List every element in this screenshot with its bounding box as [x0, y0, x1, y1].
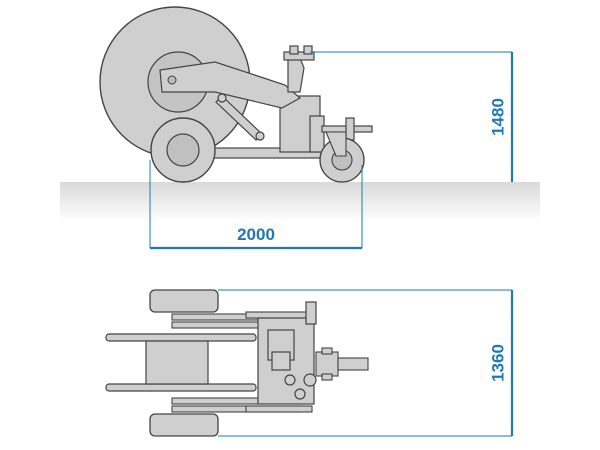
- ground-band: [60, 182, 540, 222]
- hydraulic-cylinder: [215, 93, 265, 141]
- front-fork: [325, 131, 347, 157]
- top-reel: [105, 333, 257, 392]
- side-length-label: 2000: [237, 225, 275, 244]
- reel-arm: [159, 61, 302, 109]
- side-view: 1480 2000: [60, 6, 540, 250]
- rear-wheel-hub: [166, 133, 200, 167]
- top-gearbox: [257, 301, 317, 405]
- top-view: 1360: [105, 289, 514, 437]
- top-width-label: 1360: [488, 344, 507, 382]
- side-chassis: [199, 95, 373, 159]
- top-width-dimension: [218, 289, 514, 437]
- hub-pin: [167, 75, 177, 85]
- side-height-dimension: [310, 51, 514, 182]
- top-wheel-upper: [149, 289, 219, 313]
- side-height-label: 1480: [488, 98, 507, 136]
- top-wheel-lower: [149, 413, 219, 437]
- top-hitch: [315, 347, 369, 381]
- side-mast: [283, 45, 315, 93]
- side-length-dimension: [149, 160, 363, 250]
